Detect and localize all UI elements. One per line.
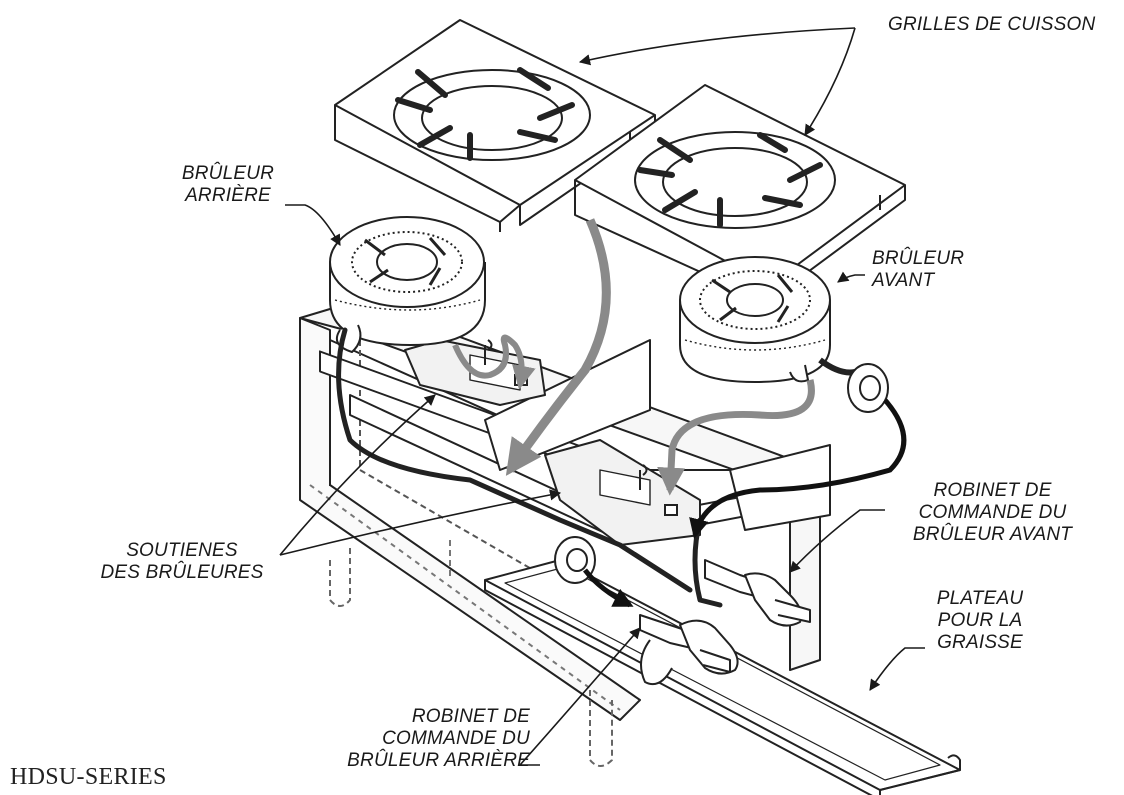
label-robinet-commande-bruleur-arriere: ROBINET DE COMMANDE DU BRÛLEUR ARRIÈRE: [347, 706, 530, 771]
leader-soutienes-rear: [279, 394, 436, 556]
label-bruleur-arriere: BRÛLEUR ARRIÈRE: [181, 163, 275, 206]
arrow-orifice-rear-to-valve: [583, 568, 634, 608]
leader-bruleur-arriere: [285, 204, 341, 246]
arrow-burner-front-to-support: [657, 379, 815, 496]
cooking-grate-rear: [334, 19, 656, 232]
label-grilles-de-cuisson: GRILLES DE CUISSON: [888, 14, 1096, 35]
label-robinet-commande-bruleur-avant: ROBINET DE COMMANDE DU BRÛLEUR AVANT: [912, 480, 1073, 545]
control-valve-rear: [639, 614, 739, 686]
leader-robinet-avant: [789, 509, 885, 573]
leader-grilles-rear: [578, 27, 856, 66]
leader-plateau: [869, 647, 925, 691]
leader-robinet-arriere: [518, 627, 641, 766]
leader-soutienes-front: [279, 489, 562, 556]
leader-bruleur-avant: [837, 271, 865, 283]
cooking-grate-front: [574, 84, 906, 301]
arrow-grate-to-support: [505, 218, 611, 476]
arrow-orifice-front-to-valve: [689, 398, 907, 539]
label-soutienes-des-bruleures: SOUTIENES DES BRÛLEURES: [100, 540, 264, 583]
burner-front: [679, 256, 889, 413]
series-caption: HDSU-SERIES: [10, 764, 167, 790]
leader-grilles-front: [804, 27, 856, 136]
label-bruleur-avant: BRÛLEUR AVANT: [872, 248, 965, 291]
arrow-burner-rear-to-support: [452, 334, 536, 390]
burner-rear: [329, 216, 486, 353]
control-valve-front: [704, 559, 811, 627]
gas-supply-pipe: [336, 327, 693, 593]
label-plateau-pour-la-graisse: PLATEAU POUR LA GRAISSE: [936, 588, 1024, 653]
grease-tray: [484, 559, 961, 795]
